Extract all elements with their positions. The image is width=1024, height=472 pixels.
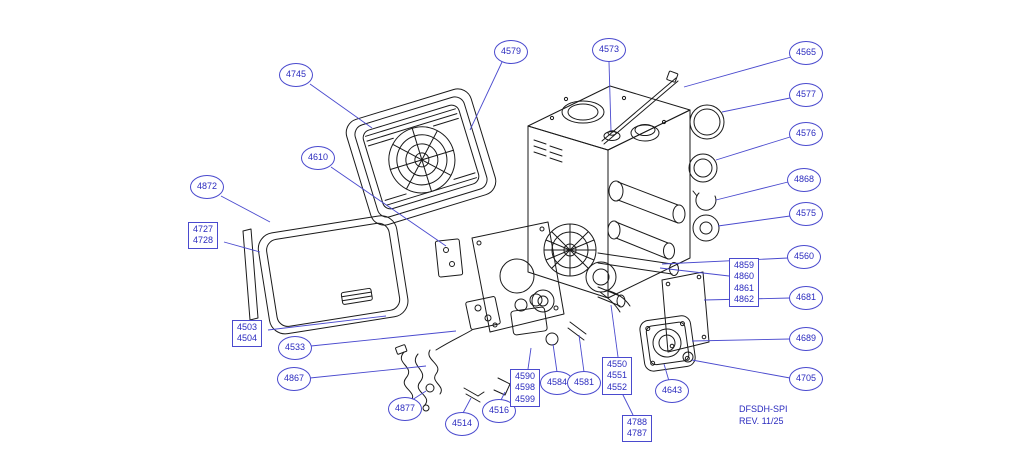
callout-4681: 4681 bbox=[789, 286, 823, 310]
gasket-ring-small-drawing bbox=[682, 351, 694, 363]
cabinet-drawing bbox=[527, 70, 691, 299]
vent-tubes-drawing bbox=[597, 180, 686, 276]
callout-4573: 4573 bbox=[592, 38, 626, 62]
callout-4788-4787: 4788 4787 bbox=[622, 415, 653, 442]
revision-label: REV. 11/25 bbox=[739, 416, 784, 426]
access-door-drawing bbox=[257, 215, 409, 335]
mount-plate-drawing bbox=[471, 221, 565, 333]
gasket-rings-drawing bbox=[688, 104, 725, 242]
grille-assembly-drawing bbox=[345, 88, 497, 226]
callout-4533: 4533 bbox=[278, 336, 312, 360]
callout-4643: 4643 bbox=[655, 379, 689, 403]
callout-4727-4728: 4727 4728 bbox=[188, 222, 219, 249]
callout-4705: 4705 bbox=[789, 367, 823, 391]
callout-4516: 4516 bbox=[482, 399, 516, 423]
leader-lines bbox=[220, 56, 792, 416]
callout-4581: 4581 bbox=[567, 371, 601, 395]
callout-4577: 4577 bbox=[789, 83, 823, 107]
callout-4550-4551-4552: 4550 4551 4552 bbox=[602, 357, 633, 395]
callout-4867: 4867 bbox=[277, 367, 311, 391]
callout-4877: 4877 bbox=[388, 397, 422, 421]
callout-4590-4598-4599: 4590 4598 4599 bbox=[510, 369, 541, 407]
callout-4576: 4576 bbox=[789, 122, 823, 146]
callout-4503-4504: 4503 4504 bbox=[232, 320, 263, 347]
rear-panel-drawing bbox=[661, 271, 710, 353]
callout-4514: 4514 bbox=[445, 412, 479, 436]
vent-door-drawing bbox=[639, 315, 696, 372]
door-gasket-drawing bbox=[242, 228, 259, 321]
callout-4859-4862: 4859 4860 4861 4862 bbox=[729, 258, 760, 307]
line-art bbox=[242, 70, 725, 412]
model-label: DFSDH-SPI bbox=[739, 404, 788, 414]
callout-4872: 4872 bbox=[190, 175, 224, 199]
callout-4868: 4868 bbox=[787, 168, 821, 192]
callout-4560: 4560 bbox=[787, 245, 821, 269]
callout-4689: 4689 bbox=[789, 327, 823, 351]
callout-4575: 4575 bbox=[789, 202, 823, 226]
small-plate-drawing bbox=[434, 238, 464, 278]
callout-4610: 4610 bbox=[301, 146, 335, 170]
callout-4579: 4579 bbox=[494, 40, 528, 64]
motor-valve-drawing bbox=[465, 286, 626, 346]
callout-4745: 4745 bbox=[279, 63, 313, 87]
callout-4565: 4565 bbox=[789, 41, 823, 65]
